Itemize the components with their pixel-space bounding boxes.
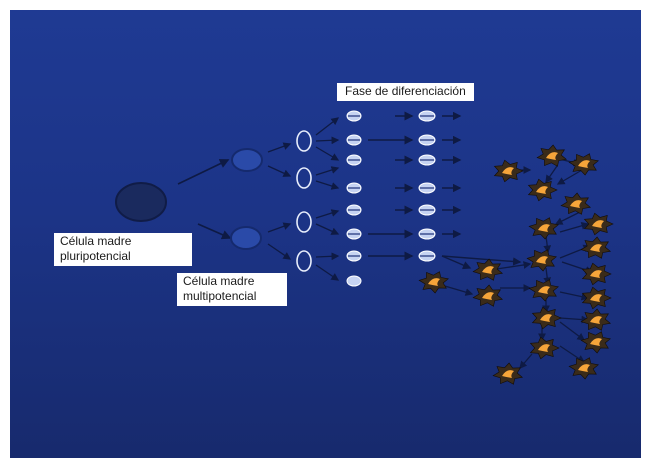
progenitor-cell [297, 212, 311, 232]
arrow [198, 224, 230, 238]
arrow [316, 224, 338, 234]
arrow [268, 244, 290, 259]
multipotent-cell [232, 149, 262, 171]
arrow [316, 181, 338, 188]
progenitor-cell [297, 251, 311, 271]
blast-column-1 [347, 111, 361, 286]
pluripotent-cell [116, 183, 166, 221]
arrow [178, 160, 228, 184]
arrow [268, 224, 290, 232]
arrow [316, 140, 338, 141]
arrow [316, 147, 338, 160]
arrow [316, 265, 338, 280]
blast-cell [347, 276, 361, 286]
arrow [268, 144, 290, 152]
arrow [316, 256, 338, 257]
progenitor-group [297, 131, 311, 271]
progenitor-cell [297, 131, 311, 151]
differentiation-phase-label: Fase de diferenciación [337, 83, 474, 101]
arrow [316, 118, 338, 135]
mature-cells [419, 145, 613, 384]
progenitor-cell [297, 168, 311, 188]
arrow [316, 211, 338, 218]
multipotent-cell [231, 227, 261, 249]
multipotent-label: Célula madre multipotencial [177, 273, 287, 306]
pluripotent-label: Célula madre pluripotencial [54, 233, 192, 266]
arrow [268, 166, 290, 176]
blast-column-2 [419, 111, 435, 261]
arrow [316, 168, 338, 175]
